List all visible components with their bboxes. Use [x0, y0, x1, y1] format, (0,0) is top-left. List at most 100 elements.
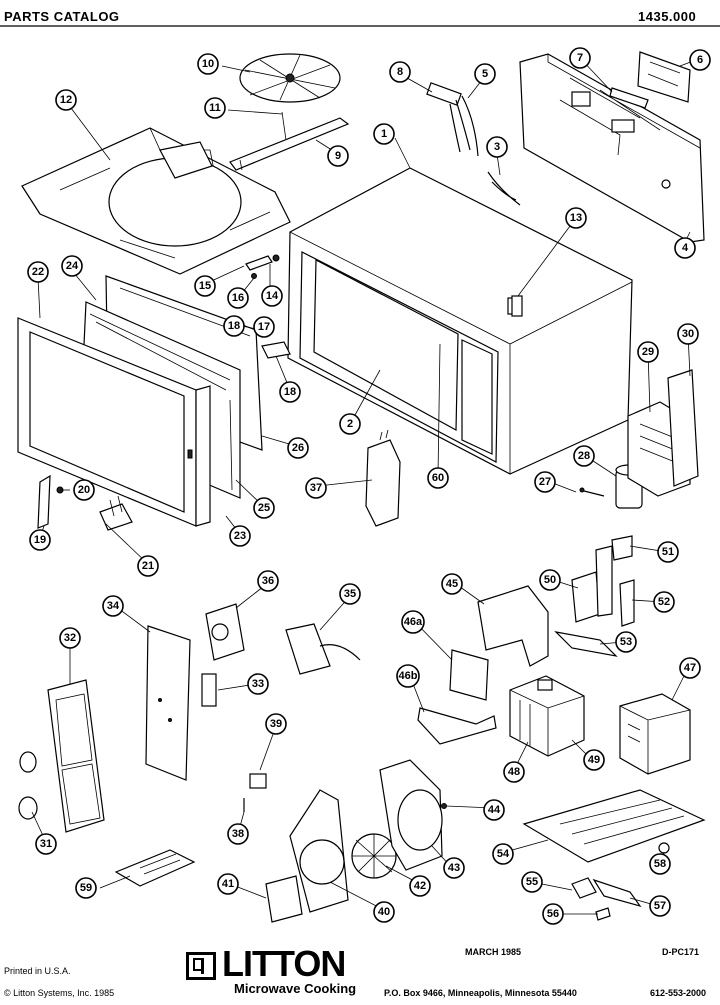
- callout-52: 52: [653, 591, 675, 613]
- callout-label: 42: [414, 880, 426, 892]
- callout-28: 28: [573, 445, 595, 467]
- callout-10: 10: [197, 53, 219, 75]
- callout-49: 49: [583, 749, 605, 771]
- callout-5: 5: [474, 63, 496, 85]
- callout-label: 32: [64, 632, 76, 644]
- callout-label: 38: [232, 828, 244, 840]
- callout-label: 56: [547, 908, 559, 920]
- callout-18: 18: [279, 381, 301, 403]
- brand-subtitle: Microwave Cooking: [234, 981, 357, 996]
- callout-44: 44: [483, 799, 505, 821]
- callout-50: 50: [539, 569, 561, 591]
- callout-24: 24: [61, 255, 83, 277]
- part-base-plate: [21, 127, 291, 275]
- callout-9: 9: [327, 145, 349, 167]
- callout-14: 14: [261, 285, 283, 307]
- callout-label: 17: [258, 321, 270, 333]
- callout-label: 59: [80, 882, 92, 894]
- callout-54: 54: [492, 843, 514, 865]
- callout-59: 59: [75, 877, 97, 899]
- callout-27: 27: [534, 471, 556, 493]
- part-base-tray: [522, 789, 706, 863]
- callout-label: 28: [578, 450, 590, 462]
- callout-label: 13: [570, 212, 582, 224]
- callout-label: 50: [544, 574, 556, 586]
- callout-label: 8: [397, 66, 403, 78]
- part-relay: [365, 429, 401, 527]
- callout-label: 51: [662, 546, 674, 558]
- callout-label: 11: [209, 102, 221, 114]
- callout-34: 34: [102, 595, 124, 617]
- callout-label: 30: [682, 328, 694, 340]
- callout-41: 41: [217, 873, 239, 895]
- part-cabinet: [287, 167, 633, 475]
- callout-label: 16: [232, 292, 244, 304]
- callout-label: 25: [258, 502, 270, 514]
- callout-label: 52: [658, 596, 670, 608]
- callout-label: 26: [292, 442, 304, 454]
- part-clip: [511, 295, 523, 317]
- callout-51: 51: [657, 541, 679, 563]
- callout-2: 2: [339, 413, 361, 435]
- callout-25: 25: [253, 497, 275, 519]
- callout-42: 42: [409, 875, 431, 897]
- callout-55: 55: [521, 871, 543, 893]
- callout-57: 57: [649, 895, 671, 917]
- callout-21: 21: [137, 555, 159, 577]
- callout-23: 23: [229, 525, 251, 547]
- callout-46b: 46b: [396, 664, 420, 688]
- callout-46a: 46a: [401, 610, 425, 634]
- company-address: P.O. Box 9466, Minneapolis, Minnesota 55…: [384, 988, 577, 998]
- part-magnetron: [509, 675, 585, 757]
- callout-group: 1234567891011121314151617181819202122232…: [27, 47, 711, 925]
- callout-label: 40: [378, 906, 390, 918]
- callout-39: 39: [265, 713, 287, 735]
- callout-58: 58: [649, 853, 671, 875]
- callout-label: 47: [684, 662, 696, 674]
- callout-3: 3: [486, 136, 508, 158]
- callout-35: 35: [339, 583, 361, 605]
- callout-label: 4: [682, 242, 689, 254]
- callout-60: 60: [427, 467, 449, 489]
- callout-11: 11: [204, 97, 226, 119]
- callout-6: 6: [689, 49, 711, 71]
- callout-label: 31: [40, 838, 52, 850]
- part-misc-small: [114, 842, 670, 921]
- part-waveguide-parts: [417, 585, 549, 745]
- callout-label: 57: [654, 900, 666, 912]
- callout-29: 29: [637, 341, 659, 363]
- callout-13: 13: [565, 207, 587, 229]
- callout-label: 10: [202, 58, 214, 70]
- company-phone: 612-553-2000: [650, 988, 707, 998]
- callout-label: 35: [344, 588, 356, 600]
- part-wire-clip: [487, 171, 521, 206]
- callout-36: 36: [257, 570, 279, 592]
- part-stirrer-fan: [239, 53, 341, 103]
- callout-label: 49: [588, 754, 600, 766]
- part-control-panel: [18, 679, 105, 833]
- printed-note: Printed in U.S.A.: [4, 966, 71, 976]
- callout-4: 4: [674, 237, 696, 259]
- callout-label: 45: [446, 578, 458, 590]
- issue-date: MARCH 1985: [465, 947, 522, 957]
- part-interlock-switches: [554, 535, 635, 657]
- callout-label: 58: [654, 858, 666, 870]
- litton-logo-icon: [186, 952, 216, 980]
- callout-37: 37: [305, 477, 327, 499]
- callout-16: 16: [227, 287, 249, 309]
- callout-18: 18: [223, 315, 245, 337]
- copyright-note: © Litton Systems, Inc. 1985: [4, 988, 115, 998]
- callout-label: 55: [526, 876, 538, 888]
- callout-20: 20: [73, 479, 95, 501]
- callout-22: 22: [27, 261, 49, 283]
- callout-label: 15: [199, 280, 211, 292]
- callout-label: 39: [270, 718, 282, 730]
- callout-12: 12: [55, 89, 77, 111]
- callout-label: 53: [620, 636, 632, 648]
- callout-label: 22: [32, 266, 44, 278]
- callout-label: 27: [539, 476, 551, 488]
- part-circuit-board: [145, 625, 191, 781]
- callout-53: 53: [615, 631, 637, 653]
- callout-label: 60: [432, 472, 444, 484]
